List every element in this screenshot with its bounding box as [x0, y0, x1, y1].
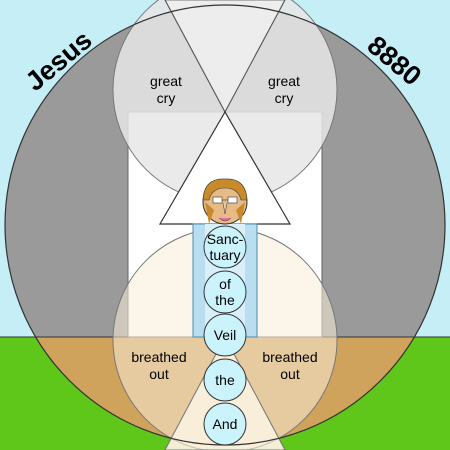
column-circle-3: Veil — [203, 313, 247, 357]
column-circle-5-line-1: And — [213, 416, 238, 432]
column-circle-4: the — [203, 358, 247, 402]
column-circle-1-line-2: tuary — [209, 247, 240, 263]
great-cry-right-line-2: cry — [275, 90, 294, 106]
column-circle-4-line-1: the — [215, 372, 235, 388]
column-circle-2: of the — [203, 270, 247, 314]
column-circle-1-line-1: Sanc- — [207, 231, 244, 247]
column-circle-1: Sanc- tuary — [203, 225, 247, 269]
breathed-out-left-line-1: breathed — [131, 349, 186, 365]
column-circle-3-line-1: Veil — [214, 327, 237, 343]
breathed-out-right-line-1: breathed — [262, 349, 317, 365]
great-cry-left-line-2: cry — [157, 90, 176, 106]
breathed-out-left-line-2: out — [149, 366, 169, 382]
great-cry-right-line-1: great — [268, 73, 300, 89]
column-circle-5: And — [203, 402, 247, 446]
column-circle-2-line-2: the — [215, 292, 235, 308]
great-cry-left-line-1: great — [150, 73, 182, 89]
face-icon — [202, 178, 248, 225]
column-circle-2-line-1: of — [219, 276, 231, 292]
breathed-out-right-line-2: out — [280, 366, 300, 382]
